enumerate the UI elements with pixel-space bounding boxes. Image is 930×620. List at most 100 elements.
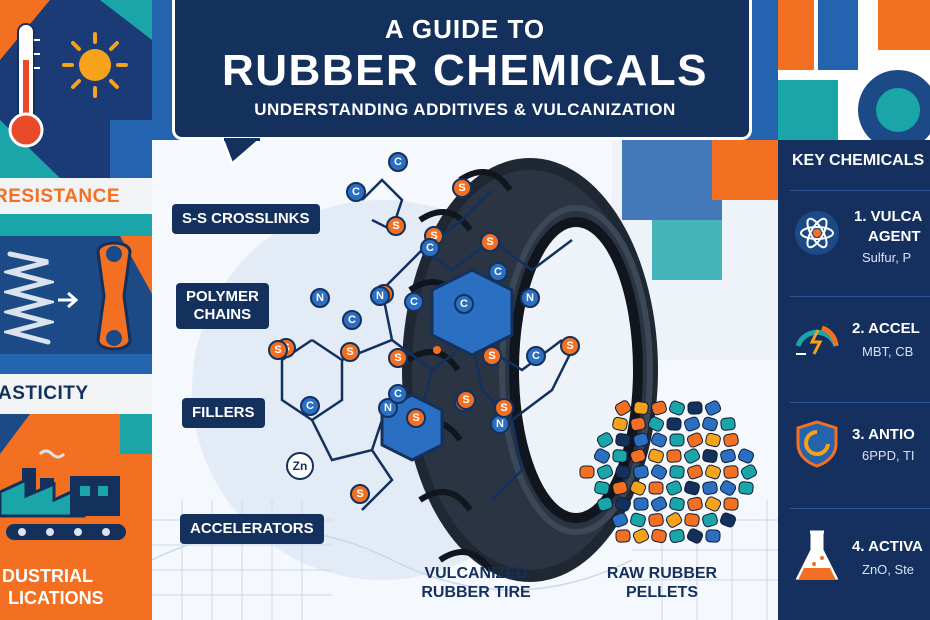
resistance-label: RESISTANCE — [0, 186, 121, 207]
atom-c: C — [342, 310, 362, 330]
key-item-2-sub: MBT, CB — [862, 344, 914, 359]
pellet — [705, 464, 721, 480]
atom-s: S — [494, 398, 514, 418]
caption-pellets-line2: PELLETS — [625, 584, 698, 601]
page-subtitle: UNDERSTANDING ADDITIVES & VULCANIZATION — [254, 100, 676, 119]
pellet — [738, 481, 754, 495]
pellet — [633, 497, 649, 511]
atom-c: C — [454, 294, 474, 314]
atom-icon — [795, 211, 839, 255]
pellet — [683, 448, 701, 464]
pellet — [665, 512, 683, 528]
pellet — [737, 448, 755, 464]
pellet — [594, 481, 610, 495]
industrial-label-line2: LICATIONS — [8, 588, 104, 608]
pellet — [596, 464, 614, 480]
title-banner-pointer — [222, 138, 262, 166]
pellet — [593, 448, 611, 464]
pellet — [648, 481, 664, 495]
key-item-4-name: 4. ACTIVA — [852, 538, 923, 555]
pellet — [615, 529, 631, 543]
left-strip: RESISTANCE ASTICITY — [0, 0, 152, 620]
pellet — [704, 400, 722, 416]
factory-icon — [0, 449, 126, 540]
atom-c: C — [300, 396, 320, 416]
pellet — [723, 465, 739, 479]
pellet — [719, 512, 737, 528]
key-chemicals-header-graphic — [778, 0, 930, 140]
label-accelerators: ACCELERATORS — [180, 514, 324, 544]
pellet — [669, 433, 685, 447]
elasticity-bar: ASTICITY — [0, 374, 152, 414]
pellet — [611, 512, 629, 528]
label-crosslinks: S-S CROSSLINKS — [172, 204, 320, 234]
gauge-icon — [795, 325, 839, 355]
atom-n: N — [490, 414, 510, 434]
pellet — [687, 464, 703, 480]
atom-s: S — [456, 390, 476, 410]
pellet — [740, 464, 758, 480]
pellet — [612, 449, 628, 463]
atom-s: S — [388, 348, 408, 368]
pellet — [614, 400, 632, 416]
atom-n: N — [310, 288, 330, 308]
title-line1: A GUIDE TO — [384, 14, 546, 44]
atom-c: C — [526, 346, 546, 366]
pellet — [651, 400, 667, 416]
pellet — [633, 401, 649, 415]
pellet — [651, 528, 667, 544]
atom-c: C — [420, 238, 440, 258]
key-item-3-name: 3. ANTIO — [852, 426, 915, 443]
pellet — [669, 528, 685, 544]
spring-icon — [4, 251, 54, 345]
pellet — [665, 480, 683, 496]
label-fillers: FILLERS — [182, 398, 265, 428]
atom-c: C — [488, 262, 508, 282]
pellet — [684, 513, 700, 527]
caption-pellets: RAW RUBBER PELLETS — [592, 564, 732, 602]
pellet — [702, 512, 718, 528]
pellet — [666, 449, 682, 463]
pellet — [684, 480, 700, 496]
label-polymer-line2: CHAINS — [193, 306, 252, 323]
pellet — [597, 496, 613, 512]
pellet — [669, 465, 685, 479]
pellet — [633, 465, 649, 479]
key-chemicals-title: KEY CHEMICALS — [792, 152, 925, 169]
pellet — [648, 448, 664, 464]
caption-tire-line1: VULCANIZED — [424, 565, 528, 582]
pellet — [630, 512, 646, 528]
key-divider — [790, 190, 930, 191]
key-item-3-sub: 6PPD, TI — [862, 448, 915, 463]
atom-n: N — [520, 288, 540, 308]
pellet — [648, 513, 664, 527]
pellet — [686, 528, 704, 544]
atom-s: S — [350, 484, 370, 504]
pellet — [666, 417, 682, 431]
elasticity-panel — [0, 214, 152, 374]
pellet — [612, 480, 628, 496]
shield-icon — [796, 420, 838, 468]
pellet — [614, 496, 632, 512]
pellet — [687, 401, 703, 415]
pellet — [723, 433, 739, 447]
atom-c: C — [346, 182, 366, 202]
page-title: RUBBER CHEMICALS — [222, 46, 708, 95]
atom-c: C — [388, 384, 408, 404]
atom-n: N — [370, 286, 390, 306]
key-chemicals-panel: KEY CHEMICALS 1. VULCA AGENT Sulfur, P 2… — [778, 0, 930, 620]
atom-s: S — [482, 346, 502, 366]
thermometer-icon — [8, 23, 44, 148]
title-banner: A GUIDE TO RUBBER CHEMICALS UNDERSTANDIN… — [172, 0, 752, 140]
pellet — [687, 496, 703, 512]
pellet — [633, 432, 649, 448]
pellet — [647, 416, 665, 432]
atom-s: S — [452, 178, 472, 198]
key-item-1: 1. VULCA AGENT Sulfur, P — [778, 190, 930, 286]
pellet — [720, 417, 736, 431]
key-item-1-sub: Sulfur, P — [862, 250, 912, 265]
atom-s: S — [268, 340, 288, 360]
atom-c: C — [388, 152, 408, 172]
heat-panel — [0, 0, 152, 178]
flask-icon — [795, 530, 839, 580]
